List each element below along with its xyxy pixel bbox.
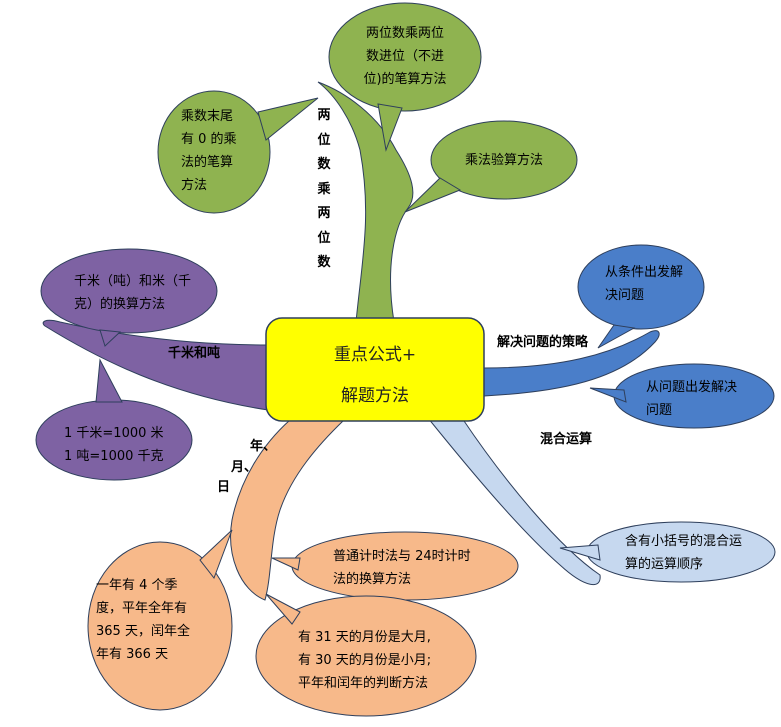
green-bubble-top (328, 2, 482, 112)
blue-branch-trunk (483, 330, 660, 397)
center-title-line1: 重点公式+ (333, 345, 417, 365)
light-blue-branch-label: 混合运算 (540, 432, 593, 447)
orange-bubble-bottom-text: 有 31 天的月份是大月, 有 30 天的月份是小月; 平年和闰年的判断方法 (298, 630, 432, 691)
light-blue-bubble-text: 含有小括号的混合运 算的运算顺序 (625, 534, 743, 572)
purple-bubble-top-text: 千米（吨）和米（千 克）的换算方法 (74, 274, 192, 312)
green-bubble-left-text: 乘数末尾 有 0 的乘 法的笔算 方法 (181, 109, 237, 193)
light-blue-branch-trunk (426, 417, 601, 586)
green-branch-label: 两 位 数 乘 两 位 数 (317, 108, 331, 270)
blue-bubble-top (577, 244, 705, 330)
blue-bubble-top-tail (597, 324, 636, 349)
blue-bubble-top-text: 从条件出发解 决问题 (605, 265, 684, 303)
orange-bubble-bottom-tail (265, 593, 301, 625)
blue-bubble-bottom-tail (589, 387, 627, 403)
green-bubble-left-tail (257, 97, 319, 141)
orange-bubble-right-text: 普通计时法与 24时计时 法的换算方法 (333, 549, 471, 587)
purple-bubble-bottom-tail (95, 358, 123, 403)
blue-bubble-bottom-text: 从问题出发解决 问题 (646, 380, 738, 418)
green-bubble-top-tail (377, 103, 403, 152)
green-bubble-right-tail (404, 177, 462, 213)
purple-branch-label: 千米和吨 (168, 346, 221, 361)
green-bubble-top-text: 两位数乘两位 数进位（不进 位)的笔算方法 (363, 26, 447, 87)
center-title-line2: 解题方法 (341, 386, 409, 406)
purple-branch-trunk (42, 319, 269, 411)
orange-bubble-left-tail (199, 529, 233, 580)
orange-bubble-bottom (255, 595, 477, 717)
green-bubble-left (157, 90, 271, 214)
purple-bubble-top (40, 248, 218, 334)
center-box (265, 317, 485, 422)
orange-bubble-left (87, 541, 233, 711)
orange-branch-label-day: 日 (217, 480, 231, 495)
orange-branch-trunk (230, 419, 346, 601)
orange-branch-label-year: 年、 (250, 439, 277, 454)
orange-bubble-left-text: 一年有 4 个季 度，平年全年有 365 天，闰年全 年有 366 天 (96, 578, 190, 662)
orange-bubble-right-tail (271, 557, 301, 571)
purple-bubble-top-tail (99, 329, 122, 347)
green-bubble-right-text: 乘法验算方法 (464, 153, 543, 168)
orange-branch-label-month: 月、 (231, 460, 258, 475)
purple-bubble-bottom-text: 1 千米=1000 米 1 吨=1000 千克 (64, 426, 164, 464)
green-bubble-right (430, 120, 578, 200)
light-blue-bubble-tail (559, 544, 601, 561)
blue-branch-label: 解决问题的策略 (497, 335, 589, 350)
